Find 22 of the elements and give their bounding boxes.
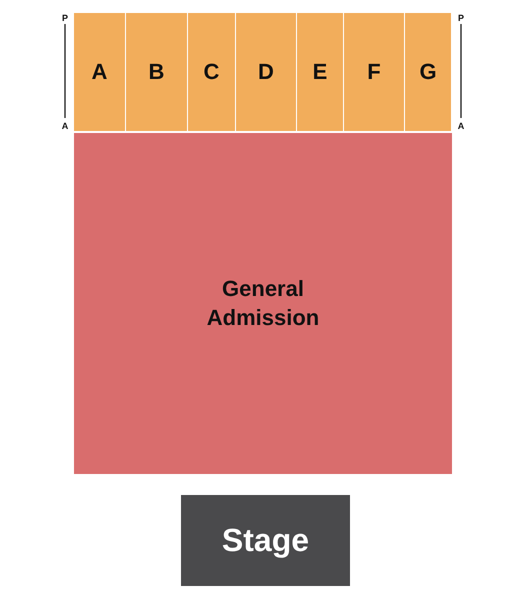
- section-label: B: [148, 58, 164, 86]
- seating-section: [74, 13, 126, 131]
- section-label: A: [92, 58, 108, 86]
- general-admission-area: [74, 133, 452, 474]
- section-label: C: [204, 58, 220, 86]
- row-label: A: [60, 121, 70, 131]
- row-label: A: [456, 121, 466, 131]
- seating-section: [344, 13, 405, 131]
- section-label: G: [419, 58, 437, 86]
- stage-block: [181, 495, 350, 586]
- seating-section: [188, 13, 236, 131]
- seating-section: [405, 13, 452, 131]
- section-label: E: [312, 58, 328, 86]
- section-label: Stage: [222, 520, 310, 560]
- section-label: D: [258, 58, 274, 86]
- row-label: P: [456, 13, 465, 23]
- seating-section: [236, 13, 297, 131]
- seating-section: [126, 13, 188, 131]
- section-label: F: [367, 58, 381, 86]
- row-label: P: [60, 13, 69, 23]
- seating-section: [297, 13, 344, 131]
- section-label: General Admission: [206, 274, 320, 332]
